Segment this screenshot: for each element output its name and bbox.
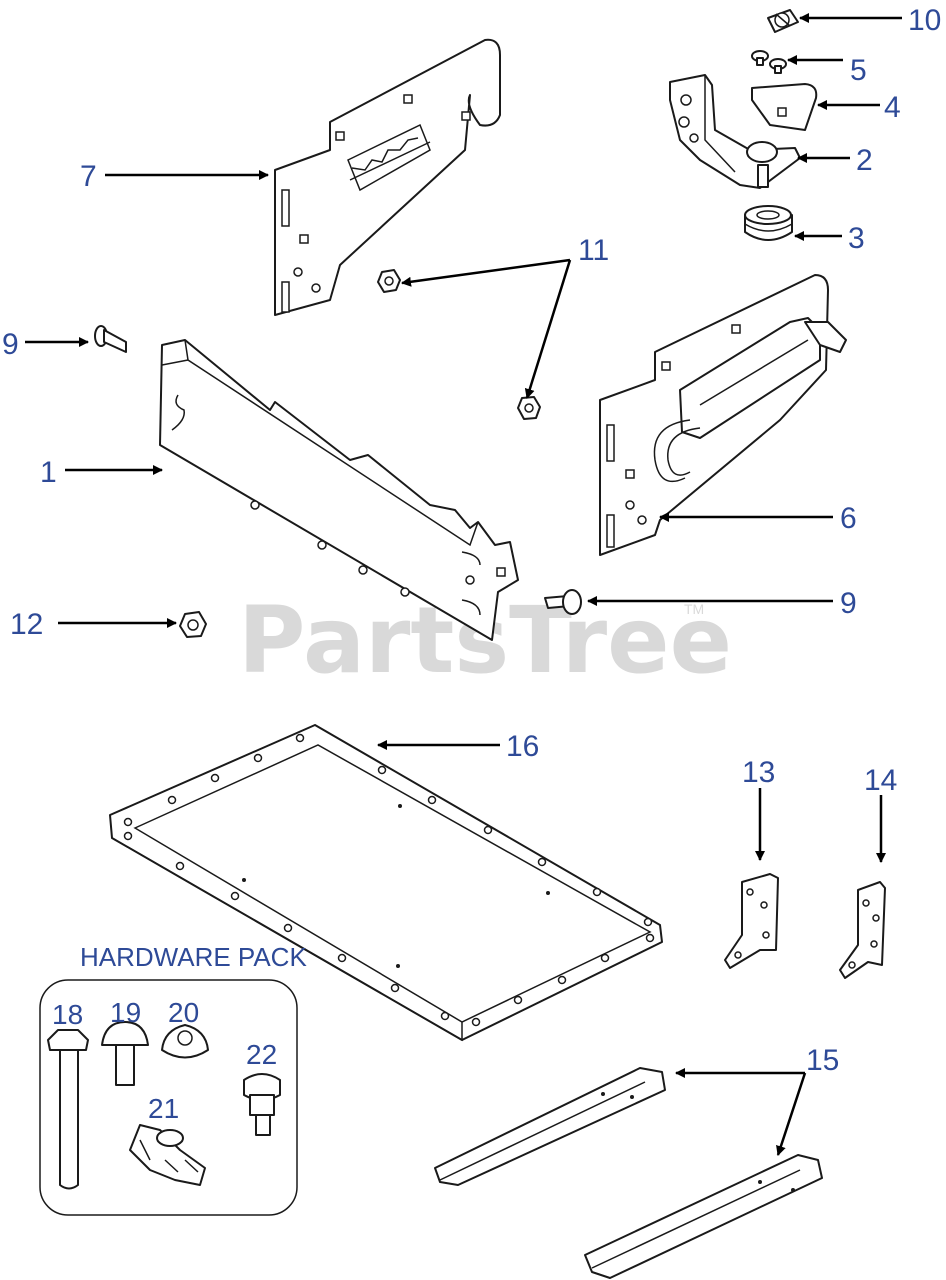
callout-19: 19 (110, 997, 141, 1028)
callout-9-upper: 9 (2, 328, 19, 361)
part-2-spindle-bracket[interactable] (669, 74, 801, 189)
callout-9-lower: 9 (840, 587, 857, 620)
callout-5: 5 (850, 54, 867, 87)
callout-3: 3 (848, 222, 865, 255)
callout-11: 11 (578, 234, 609, 267)
part-15-rail-upper[interactable] (434, 1067, 666, 1186)
part-16-tray-frame[interactable] (109, 724, 663, 1042)
callout-15: 15 (806, 1044, 839, 1077)
leader-arrows (25, 13, 902, 1156)
hardware-pack-title: HARDWARE PACK (80, 942, 307, 972)
callout-12: 12 (10, 608, 43, 641)
callout-labels: 10 5 4 2 3 7 11 9 1 6 9 12 16 13 14 15 (2, 4, 941, 1077)
part-21-wing-nut[interactable] (129, 1124, 206, 1186)
part-14-bracket[interactable] (839, 881, 886, 979)
callout-22: 22 (246, 1039, 277, 1070)
callout-10: 10 (908, 4, 941, 37)
part-12-flange-nut[interactable] (179, 611, 207, 638)
part-6-right-side-plate[interactable] (599, 274, 847, 556)
part-9-carriage-bolt-lower[interactable] (544, 589, 582, 615)
part-1-channel-plate[interactable] (159, 339, 519, 641)
callout-7: 7 (80, 160, 97, 193)
part-3-grommet[interactable] (744, 205, 793, 241)
callout-20: 20 (168, 997, 199, 1028)
part-22-shoulder-bolt[interactable] (243, 1073, 281, 1136)
callout-6: 6 (840, 502, 857, 535)
part-5-screws[interactable] (751, 50, 787, 74)
part-7-left-side-plate[interactable] (274, 38, 501, 316)
callout-18: 18 (52, 999, 83, 1030)
callout-16: 16 (506, 730, 539, 763)
part-20-flange-nut[interactable] (161, 1024, 209, 1059)
part-9-carriage-bolt-upper[interactable] (94, 325, 127, 353)
callout-2: 2 (856, 144, 873, 177)
part-19-carriage-bolt[interactable] (101, 1021, 149, 1086)
part-13-bracket[interactable] (724, 873, 779, 969)
callout-21: 21 (148, 1093, 179, 1124)
part-15-rail-lower[interactable] (584, 1154, 823, 1279)
callout-14: 14 (864, 764, 897, 797)
part-4-bracket-plate[interactable] (751, 83, 818, 131)
callout-13: 13 (742, 756, 775, 789)
part-10-bolt[interactable] (767, 9, 799, 33)
part-11-flange-nuts[interactable] (377, 269, 541, 420)
callout-1: 1 (40, 456, 57, 489)
hardware-pack: HARDWARE PACK 18 19 20 21 22 (39, 942, 307, 1216)
watermark-trademark: TM (684, 601, 704, 617)
callout-4: 4 (884, 91, 901, 124)
part-18-hex-bolt[interactable] (47, 1029, 89, 1190)
